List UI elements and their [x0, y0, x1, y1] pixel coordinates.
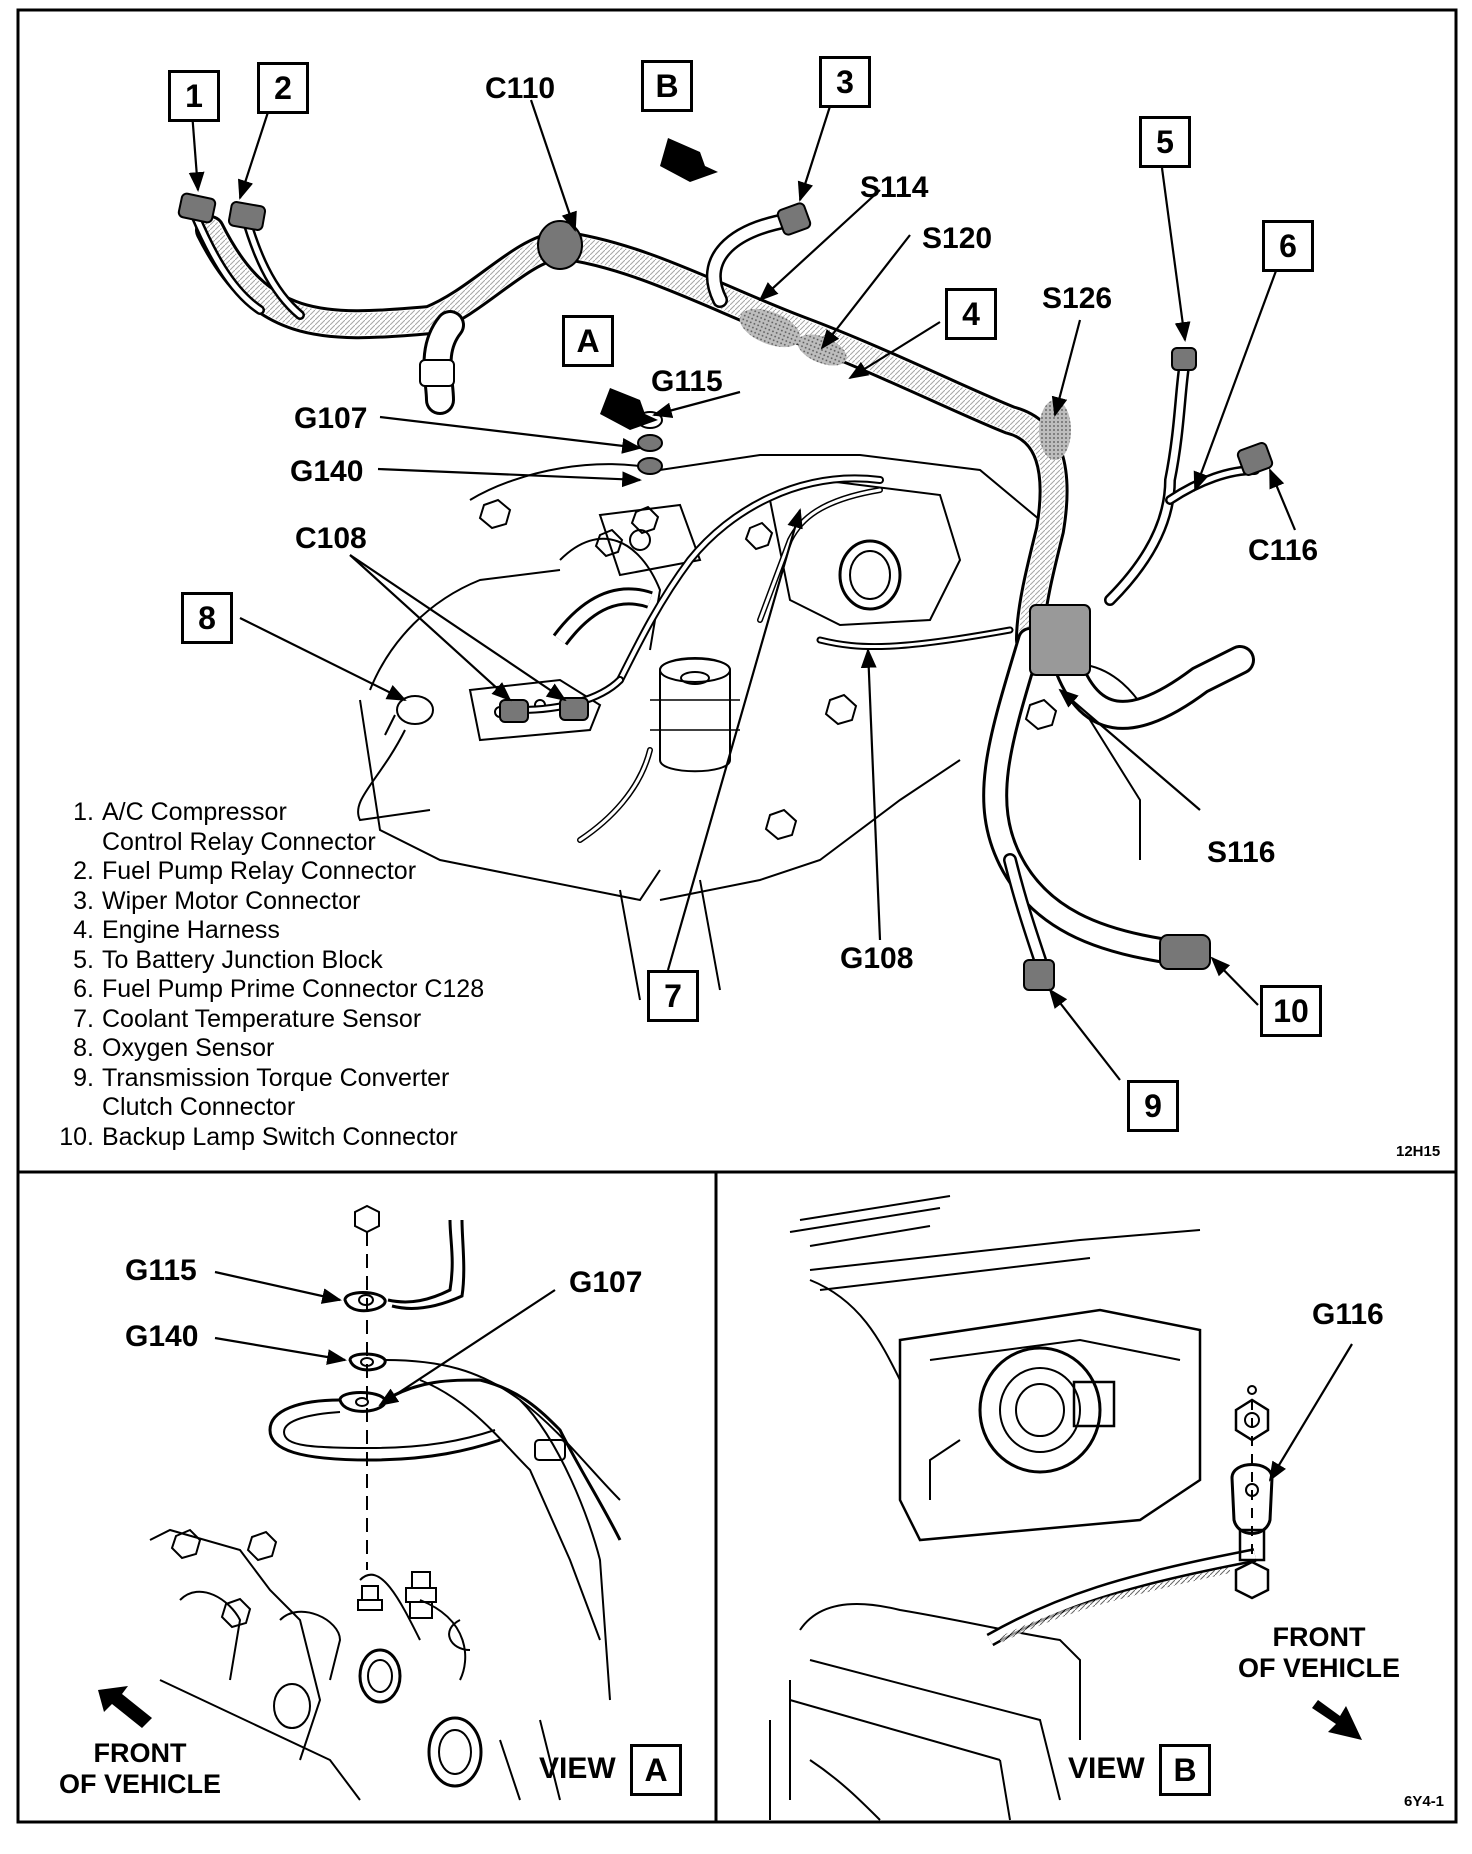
- legend-item: 8.Oxygen Sensor: [73, 1034, 275, 1062]
- callout-4: 4: [945, 288, 997, 340]
- direction-arrows: [600, 138, 718, 430]
- view-b-label-g116: G116: [1312, 1298, 1384, 1331]
- label-g107: G107: [294, 402, 368, 435]
- callout-10: 10: [1260, 985, 1322, 1037]
- label-s116: S116: [1207, 836, 1276, 869]
- figure-code-view-b: 6Y4-1: [1404, 1793, 1445, 1810]
- label-g140: G140: [290, 455, 364, 488]
- callout-5: 5: [1139, 116, 1191, 168]
- view-b-marker: B: [641, 60, 693, 112]
- label-s126: S126: [1042, 282, 1113, 315]
- view-b-front-of-vehicle: FRONT OF VEHICLE: [1237, 1622, 1400, 1683]
- legend-item: Clutch Connector: [102, 1093, 296, 1121]
- label-s120: S120: [922, 222, 993, 255]
- view-a-front-of-vehicle: FRONT OF VEHICLE: [58, 1738, 221, 1799]
- view-b-caption-letter: B: [1159, 1744, 1211, 1796]
- label-g115: G115: [651, 365, 723, 398]
- view-b-front-arrow: [1312, 1700, 1362, 1740]
- diagram-frames: [16, 8, 1458, 1824]
- legend-item: 10.Backup Lamp Switch Connector: [59, 1122, 458, 1151]
- label-s114: S114: [860, 171, 929, 204]
- view-b-leaders: [1268, 1343, 1353, 1482]
- leader-lines: [188, 99, 1297, 1081]
- view-a-leaders: [214, 1270, 556, 1407]
- view-a-label-g107: G107: [569, 1266, 643, 1299]
- legend-item: 1.A/C Compressor: [73, 798, 287, 826]
- label-c110: C110: [485, 72, 556, 105]
- legend-item: Control Relay Connector: [102, 827, 376, 856]
- callout-2: 2: [257, 62, 309, 114]
- view-a-marker: A: [562, 315, 614, 367]
- callout-6: 6: [1262, 220, 1314, 272]
- callout-9: 9: [1127, 1080, 1179, 1132]
- component-legend: 1.A/C Compressor Control Relay Connector…: [44, 798, 484, 1152]
- view-a-front-arrow: [98, 1686, 152, 1728]
- callout-7: 7: [647, 970, 699, 1022]
- view-a-caption: VIEW: [539, 1752, 616, 1785]
- legend-item: 7.Coolant Temperature Sensor: [73, 1004, 422, 1033]
- label-c116: C116: [1248, 534, 1319, 567]
- figure-code-main: 12H15: [1396, 1143, 1441, 1160]
- legend-item: 9.Transmission Torque Converter: [73, 1063, 450, 1092]
- view-a-caption-letter: A: [630, 1744, 682, 1796]
- view-a-drawing: [149, 1204, 622, 1801]
- view-b-drawing: [769, 1195, 1274, 1821]
- connectors: [177, 192, 1274, 991]
- legend-item: 6.Fuel Pump Prime Connector C128: [73, 975, 485, 1003]
- label-g108: G108: [840, 942, 914, 975]
- legend-item: 2.Fuel Pump Relay Connector: [73, 857, 417, 885]
- view-a-label-g140: G140: [125, 1320, 199, 1353]
- callout-1: 1: [168, 70, 220, 122]
- legend-item: 4.Engine Harness: [73, 916, 280, 944]
- callout-8: 8: [181, 592, 233, 644]
- legend-item: 5.To Battery Junction Block: [73, 945, 383, 974]
- callout-3: 3: [819, 56, 871, 108]
- legend-item: 3.Wiper Motor Connector: [73, 886, 361, 915]
- view-a-label-g115: G115: [125, 1254, 197, 1287]
- label-c108: C108: [295, 522, 367, 555]
- view-b-caption: VIEW: [1068, 1752, 1145, 1785]
